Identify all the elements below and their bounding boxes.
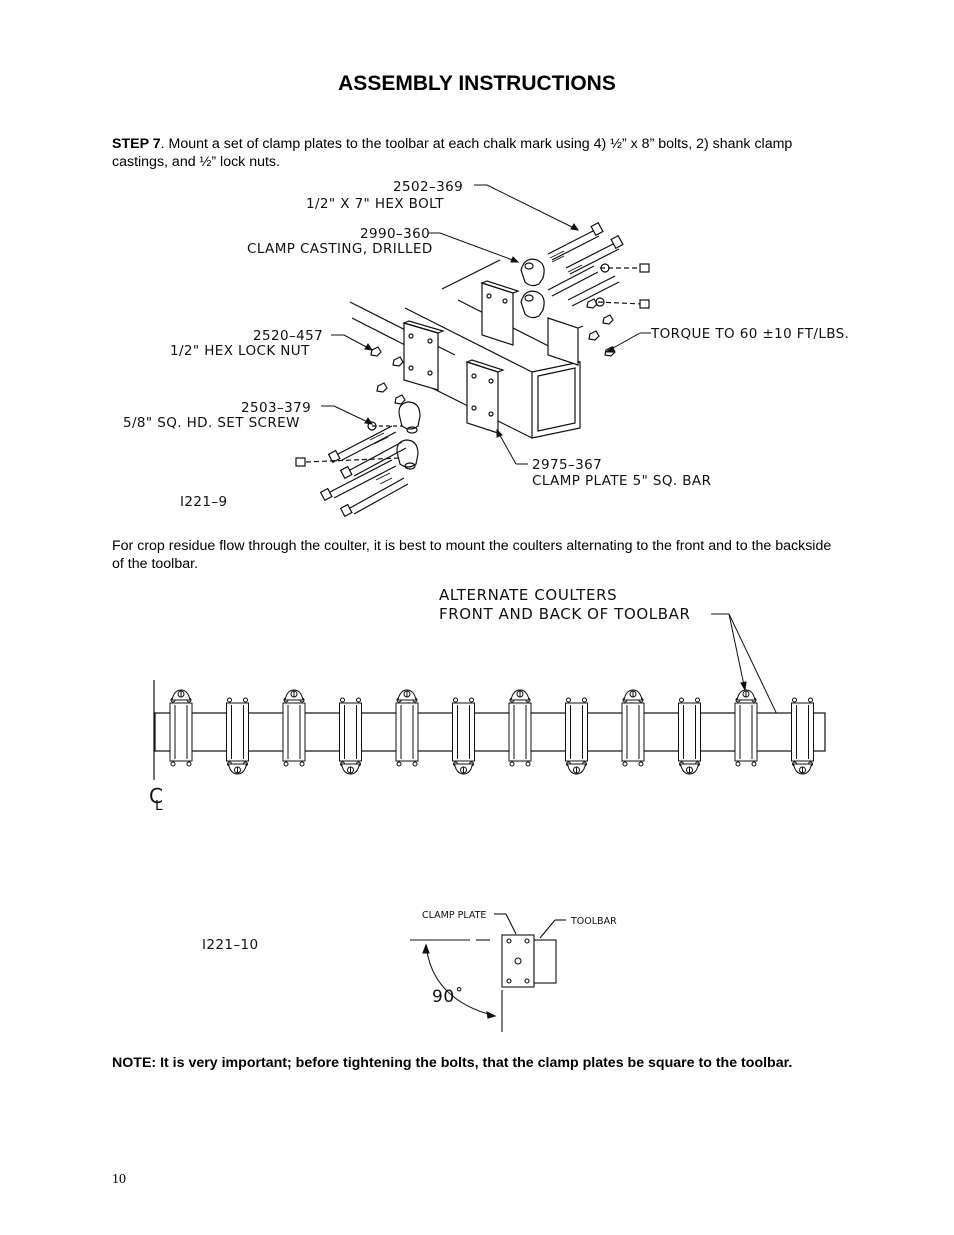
clamp-casting-upper-2 [520,290,545,319]
coulter-casting-back [227,763,248,775]
clamp-unit [282,689,306,767]
clamp-unit [791,697,814,775]
hex-lock-nuts-right [586,298,616,357]
figure2-id: I221–10 [202,937,258,953]
clamp-unit [452,697,475,775]
clamp-plate-front [466,361,499,434]
callout-set-screw-part: 2503–379 [241,400,311,416]
set-screws-upper [595,263,650,309]
angle-label: 90˚ [432,986,464,1007]
clamp-unit [226,697,249,775]
detail-clamp-plate [501,934,535,988]
coulter-casting-front [623,689,643,701]
toolbar-label: TOOLBAR [570,916,617,927]
step-label: STEP 7 [112,136,161,152]
toolbar-tube-front-face [531,361,581,439]
figure-square-detail: I221–10 CLAMP PLATE TOOLBAR 90˚ [202,910,617,1032]
page-number: 10 [112,1172,126,1187]
coulter-casting-back [679,763,700,775]
alternate-coulters-line1: ALTERNATE COULTERS [439,586,617,604]
toolbar-tube-inner [537,367,576,432]
hex-bolts-lower [319,425,409,518]
coulter-casting-front [510,689,530,701]
coulter-casting-back [340,763,361,775]
coulter-casting-front [397,689,417,701]
coulter-casting-front [171,689,191,701]
clamp-plate-left [403,322,439,391]
coulter-casting-front [736,689,756,701]
clamp-unit [621,689,645,767]
clamp-plate-back [481,282,514,346]
step-7-paragraph: STEP 7. Mount a set of clamp plates to t… [112,135,842,171]
step-text: . Mount a set of clamp plates to the too… [112,136,793,170]
clamp-plate-rear-right [547,317,579,366]
centerline-c: C [149,784,164,808]
coulter-casting-back [792,763,813,775]
coulter-casting-back [566,763,587,775]
coulter-casting-back [453,763,474,775]
callout-lock-nut-part: 2520–457 [253,328,323,344]
figure-toolbar-layout: ALTERNATE COULTERS FRONT AND BACK OF TOO… [149,586,826,814]
figure1-id: I221–9 [180,494,228,510]
clamp-unit [169,689,193,767]
set-screws-lower [295,421,402,467]
callout-clamp-casting-desc: CLAMP CASTING, DRILLED [247,241,433,257]
callout-clamp-casting-part: 2990–360 [360,226,430,242]
callout-hex-bolt-desc: 1/2" X 7" HEX BOLT [306,196,444,212]
clamp-unit [678,697,701,775]
callout-clamp-plate-desc: CLAMP PLATE 5" SQ. BAR [532,473,711,489]
hex-lock-nuts-left [370,346,406,405]
clamp-unit [339,697,362,775]
clamp-casting-lower-1 [398,401,421,434]
callout-leaders [321,184,651,465]
callout-clamp-plate-part: 2975–367 [532,457,602,473]
callout-lock-nut-desc: 1/2" HEX LOCK NUT [170,343,310,359]
callout-set-screw-desc: 5/8" SQ. HD. SET SCREW [123,415,300,431]
clamp-unit [508,689,532,767]
hex-bolts-upper [547,221,624,307]
alternate-coulters-line2: FRONT AND BACK OF TOOLBAR [439,605,690,623]
detail-toolbar [533,939,557,984]
callout-hex-bolt-part: 2502–369 [393,179,463,195]
note-paragraph: NOTE: It is very important; before tight… [112,1055,793,1071]
clamp-unit [565,697,588,775]
centerline-l: L [155,798,163,814]
coulter-casting-front [284,689,304,701]
clamp-casting-lower-2 [396,439,419,470]
torque-spec: TORQUE TO 60 ±10 FT/LBS. [650,326,849,342]
page-title: ASSEMBLY INSTRUCTIONS [338,72,616,95]
clamp-unit [734,689,758,767]
clamp-unit [395,689,419,767]
toolbar-bar [154,712,826,752]
clamp-casting-upper-1 [520,258,545,287]
residue-paragraph: For crop residue flow through the coulte… [112,538,832,572]
clamp-plate-label: CLAMP PLATE [422,910,486,921]
